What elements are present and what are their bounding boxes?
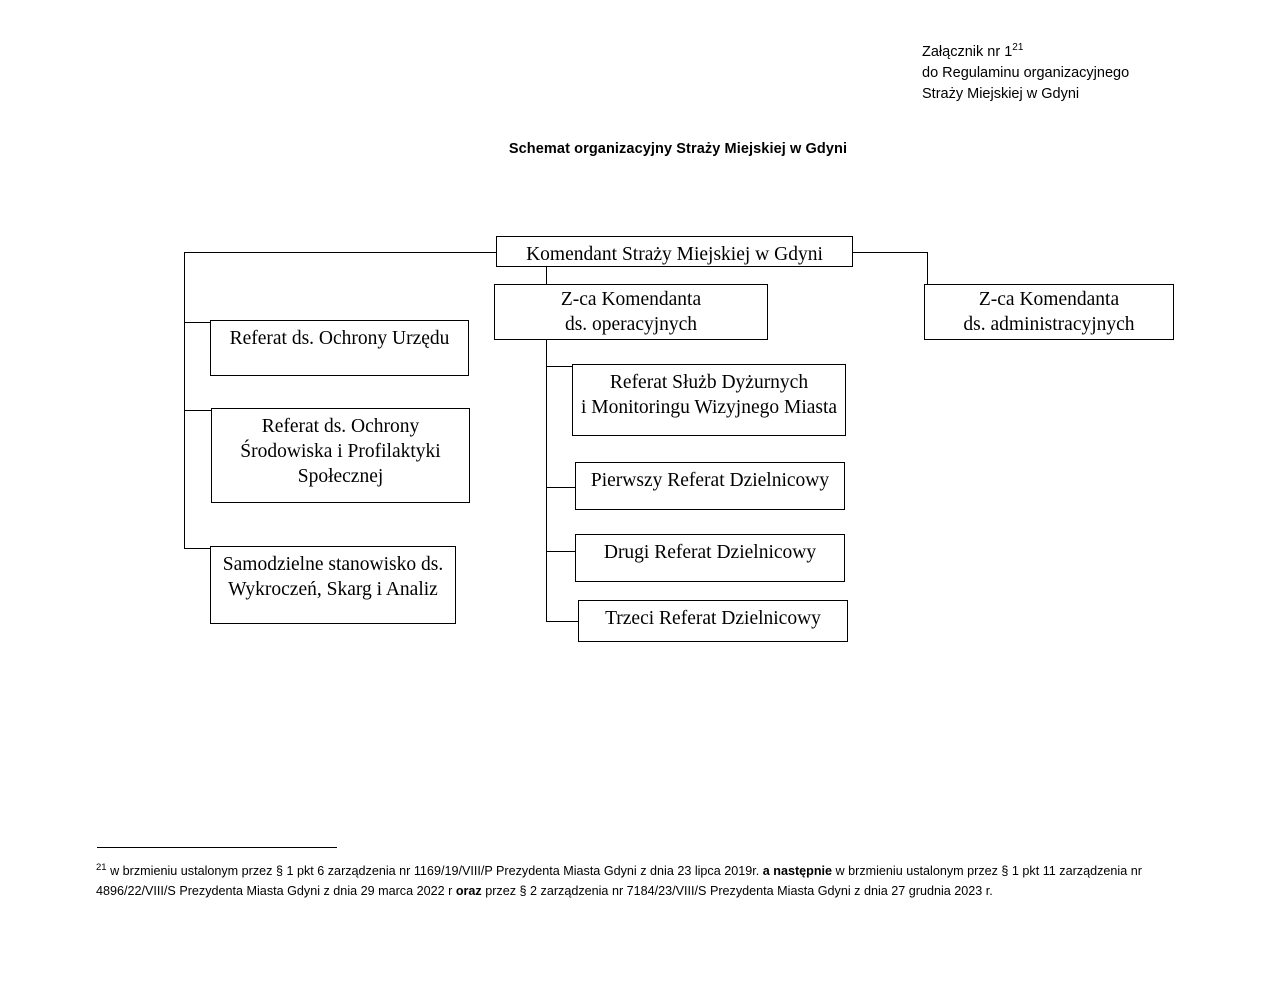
node-ochrony-srodowiska-line-1: Referat ds. Ochrony — [261, 416, 420, 437]
node-sluzb-dyzurnych-line-1: Referat Służb Dyżurnych — [609, 372, 809, 393]
node-komendant[interactable]: Komendant Straży Miejskiej w Gdyni — [496, 236, 853, 267]
node-komendant-line-1: Komendant Straży Miejskiej w Gdyni — [526, 244, 823, 265]
footnote-part-3: przez § 2 zarządzenia nr 7184/23/VIII/S … — [481, 883, 993, 898]
connector-stub-drugi-dzielnicowy — [546, 551, 576, 553]
org-chart: Komendant Straży Miejskiej w Gdyni Z-ca … — [184, 236, 1174, 642]
node-ochrony-srodowiska-line-2: Środowiska i Profilaktyki — [240, 441, 441, 462]
node-zca-administracyjnych-line-1: Z-ca Komendanta — [978, 289, 1120, 310]
node-zca-operacyjnych[interactable]: Z-ca Komendanta ds. operacyjnych — [494, 284, 768, 340]
connector-stub-ochrony-srodowiska — [184, 410, 211, 412]
node-pierwszy-dzielnicowy-line-1: Pierwszy Referat Dzielnicowy — [590, 470, 830, 491]
connector-commander-left-horizontal — [184, 252, 496, 254]
node-zca-administracyjnych-line-2: ds. administracyjnych — [963, 314, 1135, 335]
footnote-marker: 21 — [96, 861, 107, 873]
page-title-text: Schemat organizacyjny Straży Miejskiej w… — [508, 141, 848, 157]
connector-stub-trzeci-dzielnicowy — [546, 621, 578, 623]
connector-stub-ochrony-urzedu — [184, 322, 211, 324]
node-zca-operacyjnych-line-2: ds. operacyjnych — [564, 314, 698, 335]
footnote-separator — [97, 847, 337, 849]
node-sluzb-dyzurnych-line-2: i Monitoringu Wizyjnego Miasta — [580, 397, 838, 418]
header-footnote-marker: 21 — [1012, 42, 1024, 54]
node-pierwszy-dzielnicowy[interactable]: Pierwszy Referat Dzielnicowy — [575, 462, 845, 510]
header-line-2: do Regulaminu organizacyjnego — [922, 65, 1130, 81]
page-title: Schemat organizacyjny Straży Miejskiej w… — [0, 141, 1288, 157]
node-wykroczen-skarg-line-1: Samodzielne stanowisko ds. — [222, 554, 444, 575]
node-ochrony-srodowiska-line-3: Społecznej — [297, 466, 384, 487]
node-sluzb-dyzurnych[interactable]: Referat Służb Dyżurnych i Monitoringu Wi… — [572, 364, 846, 436]
header-line-1: Załącznik nr 121 — [922, 42, 1129, 63]
connector-left-trunk-vertical — [184, 252, 186, 549]
node-ochrony-urzedu[interactable]: Referat ds. Ochrony Urzędu — [210, 320, 469, 376]
node-trzeci-dzielnicowy-line-1: Trzeci Referat Dzielnicowy — [605, 608, 821, 629]
node-ochrony-srodowiska[interactable]: Referat ds. Ochrony Środowiska i Profila… — [211, 408, 470, 503]
footnote-part-1: w brzmieniu ustalonym przez § 1 pkt 6 za… — [106, 864, 763, 878]
connector-operational-trunk-vertical — [546, 340, 548, 622]
footnote-bold-1: a następnie — [762, 864, 833, 878]
connector-admin-deputy-vertical — [927, 252, 929, 285]
header-attachment-label: Załącznik nr 1 — [922, 44, 1013, 60]
node-drugi-dzielnicowy[interactable]: Drugi Referat Dzielnicowy — [575, 534, 845, 582]
node-ochrony-urzedu-line-1: Referat ds. Ochrony Urzędu — [229, 328, 450, 349]
connector-commander-to-operational-deputy — [546, 266, 548, 285]
node-zca-operacyjnych-line-1: Z-ca Komendanta — [560, 289, 702, 310]
connector-stub-pierwszy-dzielnicowy — [546, 487, 576, 489]
connector-stub-wykroczen-skarg — [184, 548, 211, 550]
node-zca-administracyjnych[interactable]: Z-ca Komendanta ds. administracyjnych — [924, 284, 1174, 340]
document-header: Załącznik nr 121 do Regulaminu organizac… — [922, 42, 1129, 105]
footnote-part-2: w brzmieniu ustalonym przez § 1 pkt 11 z… — [96, 864, 1142, 898]
connector-commander-right-horizontal — [853, 252, 928, 254]
node-trzeci-dzielnicowy[interactable]: Trzeci Referat Dzielnicowy — [578, 600, 848, 642]
node-wykroczen-skarg[interactable]: Samodzielne stanowisko ds. Wykroczeń, Sk… — [210, 546, 456, 624]
footnote: 21 w brzmieniu ustalonym przez § 1 pkt 6… — [96, 862, 1216, 901]
node-drugi-dzielnicowy-line-1: Drugi Referat Dzielnicowy — [603, 542, 817, 563]
header-line-3: Straży Miejskiej w Gdyni — [922, 86, 1080, 102]
footnote-bold-2: oraz — [455, 883, 482, 898]
connector-stub-sluzb-dyzurnych — [546, 366, 573, 368]
node-wykroczen-skarg-line-2: Wykroczeń, Skarg i Analiz — [228, 579, 438, 600]
